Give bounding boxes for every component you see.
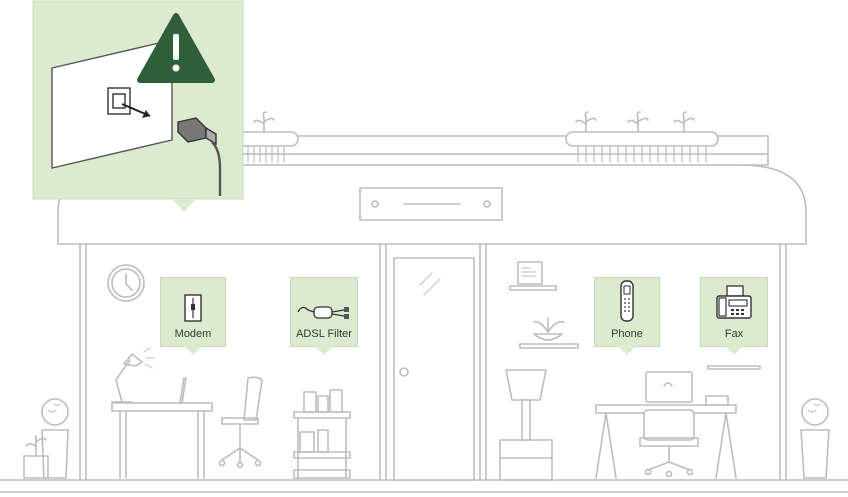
modem-label: Modem (175, 328, 212, 340)
floor-lamp (500, 370, 552, 480)
cordless-phone-icon (619, 280, 635, 322)
awning-sign (360, 188, 502, 220)
modem-icon (184, 294, 202, 322)
desk-lamp (112, 348, 154, 402)
wall-shelf-plant (520, 318, 578, 348)
fax-label: Fax (725, 328, 743, 340)
wall-shelf-fax (708, 366, 760, 369)
phone-label: Phone (611, 328, 643, 340)
bookshelf (294, 390, 350, 478)
desk-left (112, 378, 212, 478)
modem-callout[interactable]: Modem (160, 277, 226, 347)
office-chair-left (220, 377, 263, 467)
plant-pot-right (801, 399, 829, 478)
ground (0, 480, 848, 492)
front-door (394, 258, 474, 480)
adsl-filter-callout[interactable]: ADSL Filter (290, 277, 358, 347)
fax-machine-icon (715, 284, 753, 322)
wall-clock (108, 265, 144, 301)
wall-shelf-frame (510, 262, 556, 290)
adsl-filter-label: ADSL Filter (296, 328, 352, 340)
office-chair-right (640, 410, 698, 477)
plant-pot-left (42, 399, 68, 478)
fax-callout[interactable]: Fax (700, 277, 768, 347)
wall-jack-callout (33, 1, 243, 212)
adsl-filter-icon (296, 302, 352, 322)
phone-callout[interactable]: Phone (594, 277, 660, 347)
